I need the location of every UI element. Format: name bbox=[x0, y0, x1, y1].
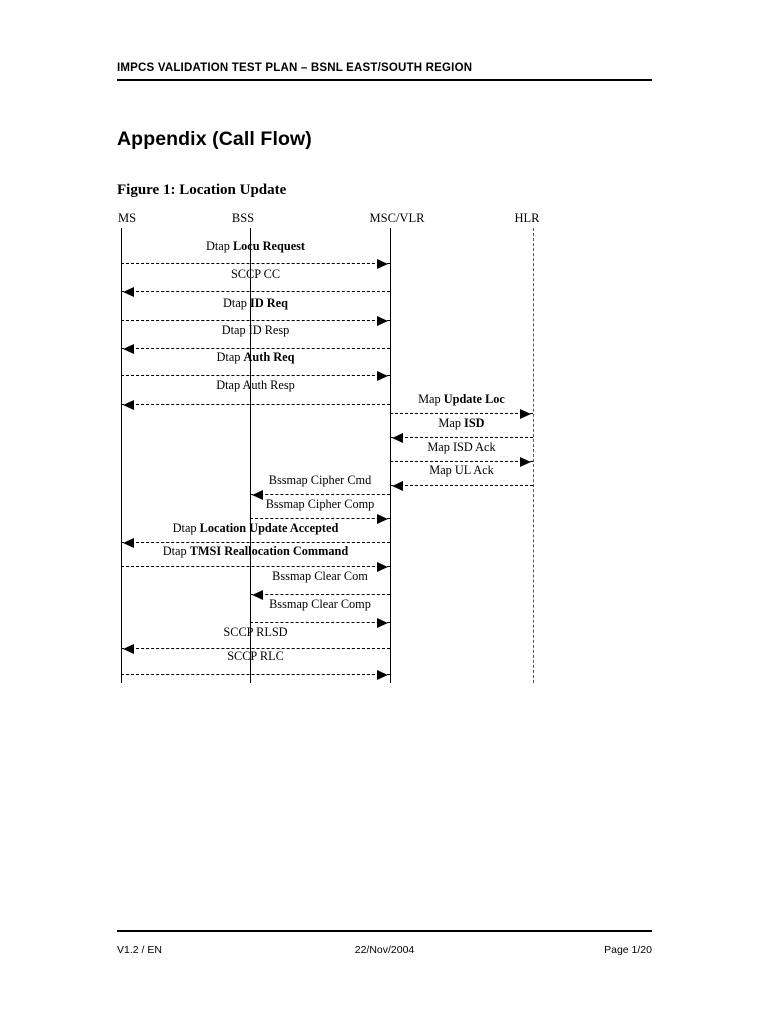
arrow-head-m10 bbox=[392, 481, 403, 491]
running-header-title: IMPCS VALIDATION TEST PLAN – BSNL EAST/S… bbox=[117, 62, 473, 74]
arrow-head-m11 bbox=[252, 490, 263, 500]
arrow-head-m17 bbox=[123, 644, 134, 654]
message-arrow-m02 bbox=[121, 291, 390, 292]
message-label-m03: Dtap ID Req bbox=[223, 296, 288, 310]
arrow-head-m08 bbox=[392, 433, 403, 443]
message-arrow-m01 bbox=[121, 263, 390, 264]
message-arrow-m07 bbox=[390, 413, 533, 414]
message-label-m10: Map UL Ack bbox=[429, 463, 494, 477]
arrow-head-m06 bbox=[123, 400, 134, 410]
actor-label-ms: MS bbox=[117, 211, 137, 225]
message-arrow-m08 bbox=[390, 437, 533, 438]
message-label-m04: Dtap ID Resp bbox=[221, 323, 290, 337]
footer-rule bbox=[117, 930, 652, 932]
actor-label-bss: BSS bbox=[231, 211, 255, 225]
message-arrow-m13 bbox=[121, 542, 390, 543]
arrow-head-m01 bbox=[377, 259, 388, 269]
message-label-m11: Bssmap Cipher Cmd bbox=[268, 473, 372, 487]
arrow-head-m14 bbox=[377, 562, 388, 572]
arrow-head-m12 bbox=[377, 514, 388, 524]
document-footer: V1.2 / EN 22/Nov/2004 Page 1/20 bbox=[117, 930, 652, 958]
message-label-m18: SCCP RLC bbox=[227, 649, 284, 663]
figure-caption: Figure 1: Location Update bbox=[117, 182, 287, 198]
arrow-head-m05 bbox=[377, 371, 388, 381]
arrow-head-m13 bbox=[123, 538, 134, 548]
message-arrow-m06 bbox=[121, 404, 390, 405]
message-arrow-m17 bbox=[121, 648, 390, 649]
message-arrow-m15 bbox=[250, 594, 390, 595]
message-label-m15: Bssmap Clear Com bbox=[272, 569, 368, 583]
footer-page: Page 1/20 bbox=[604, 943, 652, 956]
message-label-m17: SCCP RLSD bbox=[223, 625, 288, 639]
message-arrow-m10 bbox=[390, 485, 533, 486]
message-label-m16: Bssmap Clear Comp bbox=[269, 597, 371, 611]
arrow-head-m16 bbox=[377, 618, 388, 628]
message-label-m12: Bssmap Cipher Comp bbox=[265, 497, 375, 511]
arrow-head-m18 bbox=[377, 670, 388, 680]
arrow-head-m02 bbox=[123, 287, 134, 297]
message-label-m09: Map ISD Ack bbox=[427, 440, 496, 454]
message-arrow-m03 bbox=[121, 320, 390, 321]
arrow-head-m09 bbox=[520, 457, 531, 467]
footer-date: 22/Nov/2004 bbox=[354, 943, 415, 956]
page-title: Appendix (Call Flow) bbox=[117, 128, 312, 150]
message-label-m01: Dtap Locu Request bbox=[205, 239, 306, 253]
message-arrow-m11 bbox=[250, 494, 390, 495]
message-label-m06: Dtap Auth Resp bbox=[216, 378, 295, 392]
arrow-head-m04 bbox=[123, 344, 134, 354]
message-arrow-m05 bbox=[121, 375, 390, 376]
arrow-head-m15 bbox=[252, 590, 263, 600]
footer-version: V1.2 / EN bbox=[117, 943, 162, 956]
message-label-m05: Dtap Auth Req bbox=[216, 350, 295, 364]
message-label-m02: SCCP CC bbox=[230, 267, 281, 281]
message-arrow-m12 bbox=[250, 518, 390, 519]
message-label-m07: Map Update Loc bbox=[418, 392, 505, 406]
arrow-head-m07 bbox=[520, 409, 531, 419]
document-header: IMPCS VALIDATION TEST PLAN – BSNL EAST/S… bbox=[117, 62, 652, 81]
message-arrow-m16 bbox=[250, 622, 390, 623]
arrow-head-m03 bbox=[377, 316, 388, 326]
message-label-m14: Dtap TMSI Reallocation Command bbox=[162, 544, 349, 558]
message-arrow-m09 bbox=[390, 461, 533, 462]
message-arrow-m14 bbox=[121, 566, 390, 567]
message-arrow-m18 bbox=[121, 674, 390, 675]
message-label-m13: Dtap Location Update Accepted bbox=[172, 521, 339, 535]
header-rule bbox=[117, 79, 652, 81]
lifeline-ms bbox=[121, 228, 122, 683]
actor-label-hlr: HLR bbox=[514, 211, 540, 225]
message-arrow-m04 bbox=[121, 348, 390, 349]
lifeline-bss bbox=[250, 228, 251, 683]
lifeline-hlr bbox=[533, 228, 534, 683]
actor-label-msc: MSC/VLR bbox=[369, 211, 425, 225]
lifeline-msc bbox=[390, 228, 391, 683]
message-label-m08: Map ISD bbox=[438, 416, 485, 430]
